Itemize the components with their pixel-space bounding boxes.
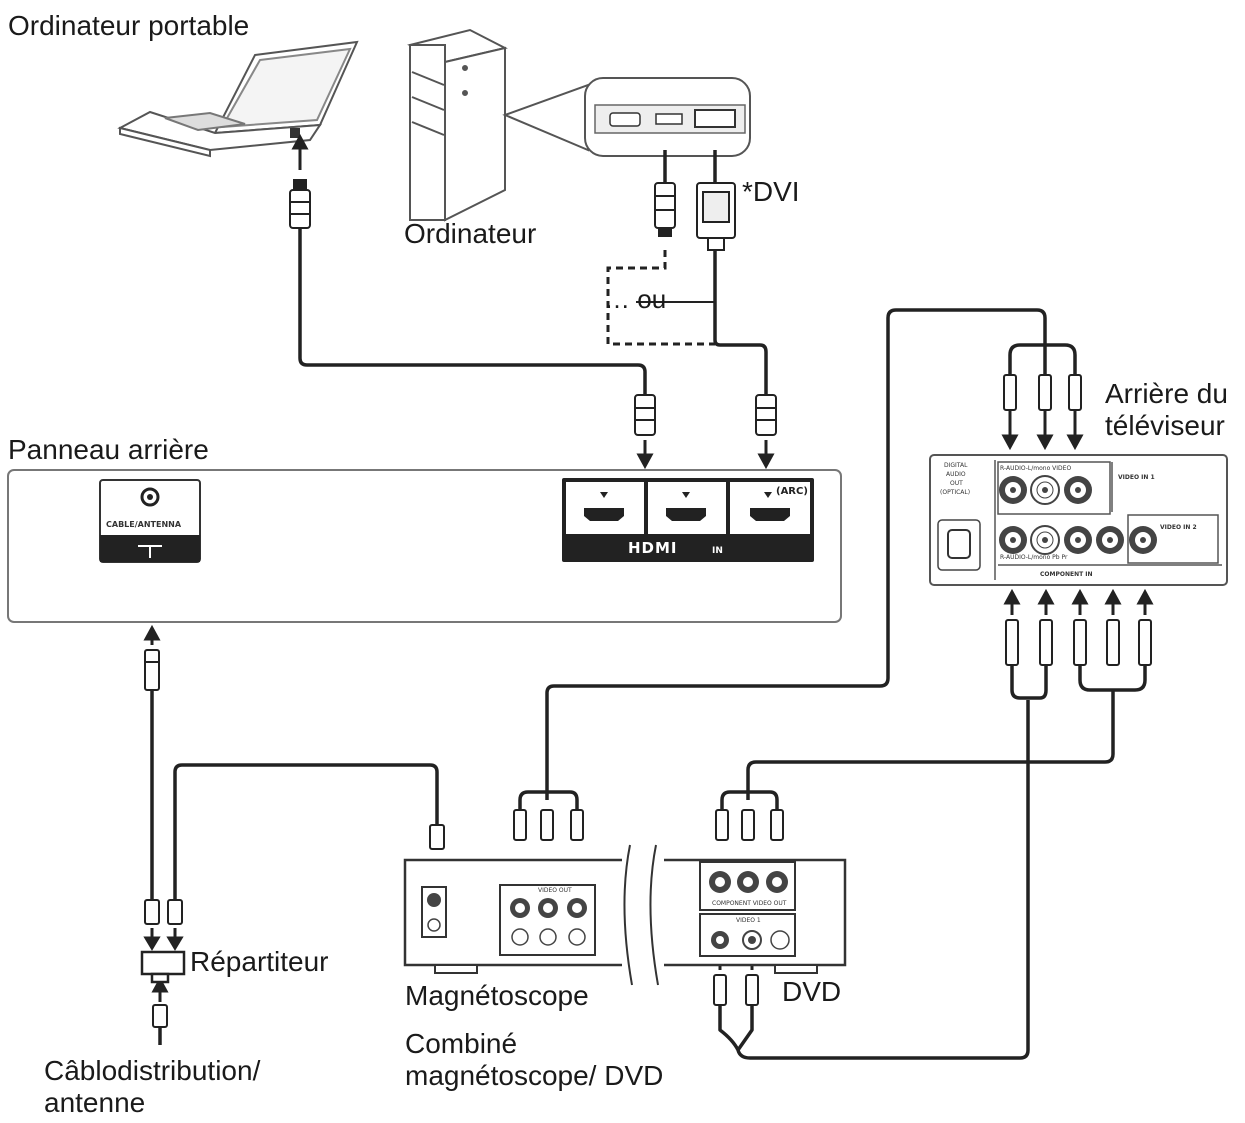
- optical-label-3: OUT: [950, 480, 963, 487]
- dvd-component-out-label: COMPONENT VIDEO OUT: [712, 900, 787, 907]
- cable-antenna-label: CABLE/ANTENNA: [106, 520, 182, 529]
- component-in-label: COMPONENT IN: [1040, 571, 1093, 578]
- vcr-dvd-combo-illustration: [403, 844, 847, 986]
- computer-label: Ordinateur: [404, 218, 537, 249]
- arc-label: (ARC): [776, 486, 808, 497]
- optical-label-4: (OPTICAL): [940, 489, 970, 496]
- dvd-label: DVD: [782, 976, 842, 1007]
- audio-row2-label: R-AUDIO-L/mono Pb Pr: [1000, 554, 1068, 561]
- dvi-port-icon: [694, 109, 736, 128]
- rear-panel-label: Panneau arrière: [8, 434, 209, 465]
- computer-port-callout: [502, 77, 751, 157]
- combo-label-line2: magnétoscope/ DVD: [405, 1060, 664, 1091]
- hdmi-port-number-2: 2: [732, 523, 738, 533]
- splitter-label: Répartiteur: [190, 946, 329, 977]
- arrows: [143, 133, 1154, 1002]
- vcr-out-label: VIDEO OUT: [538, 887, 572, 894]
- video-in-2-label: VIDEO IN 2: [1160, 524, 1197, 531]
- splitter-illustration: [140, 950, 186, 984]
- cable-source-label-line2: antenne: [44, 1087, 146, 1118]
- alternate-connection-dashed: [606, 250, 715, 346]
- tv-rear-label-line2: téléviseur: [1105, 410, 1225, 441]
- optical-label-1: DIGITAL: [944, 462, 968, 469]
- combo-label-line1: Combiné: [405, 1028, 518, 1059]
- or-word: ou: [637, 284, 667, 314]
- dvi-label: *DVI: [742, 176, 800, 207]
- dvd-video-label: VIDEO 1: [736, 917, 761, 924]
- hdmi-port-number-3: 3: [650, 523, 656, 533]
- tv-side-input-panel: [929, 454, 1228, 586]
- vga-port-icon: [609, 112, 641, 127]
- hdmi-in-label: IN: [712, 546, 723, 556]
- component-in-jacks: [999, 525, 1157, 555]
- video-in-1-label: VIDEO IN 1: [1118, 474, 1155, 481]
- plugs: [144, 179, 1152, 1028]
- laptop-label: Ordinateur portable: [8, 10, 250, 41]
- or-label: … ou: [604, 284, 667, 314]
- desktop-computer-illustration: [407, 28, 508, 222]
- laptop-illustration: [117, 40, 359, 158]
- cable-source-label-line1: Câblodistribution/: [44, 1055, 261, 1086]
- optical-label-2: AUDIO: [946, 471, 966, 478]
- tv-rear-label-line1: Arrière du: [1105, 378, 1228, 409]
- video-in-1-jacks: [999, 475, 1092, 505]
- hdmi-port-number-4: 4: [566, 523, 572, 533]
- tv-rear-panel: [7, 469, 842, 623]
- hdmi-port-icon: [655, 113, 683, 125]
- vcr-label: Magnétoscope: [405, 980, 589, 1011]
- cables: [150, 150, 1147, 1060]
- hdmi-logo: HDMI: [628, 539, 678, 557]
- audio-video-row1-label: R-AUDIO-L/mono VIDEO: [1000, 465, 1071, 472]
